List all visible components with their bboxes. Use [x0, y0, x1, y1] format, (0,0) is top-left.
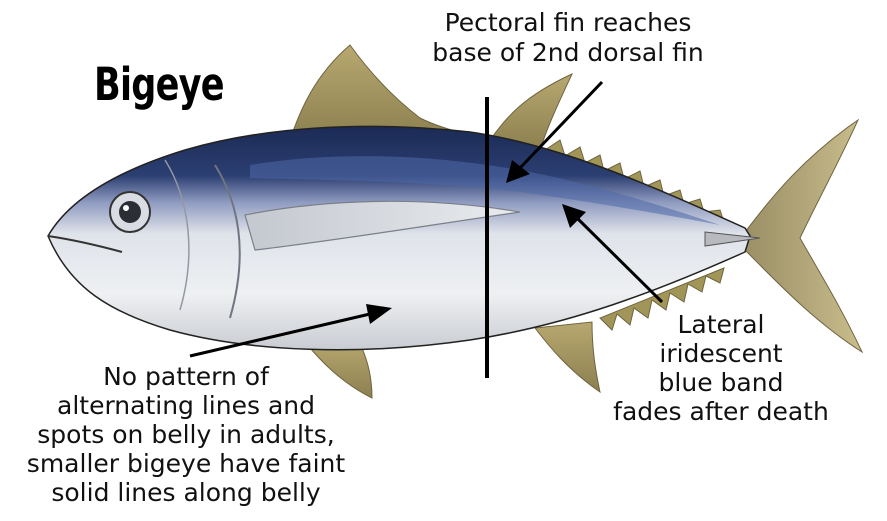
annotation-line: spots on belly in adults,: [0, 420, 372, 449]
eye-highlight: [123, 205, 129, 211]
pectoral-fin-annotation: Pectoral fin reaches base of 2nd dorsal …: [408, 8, 728, 68]
annotation-line: base of 2nd dorsal fin: [408, 38, 728, 68]
annotation-line: blue band: [586, 368, 856, 397]
annotation-line: solid lines along belly: [0, 478, 372, 507]
annotation-line: iridescent: [586, 339, 856, 368]
annotation-line: No pattern of: [0, 362, 372, 391]
annotation-line: fades after death: [586, 397, 856, 426]
annotation-line: Lateral: [586, 310, 856, 339]
lateral-band-annotation: Lateral iridescent blue band fades after…: [586, 310, 856, 426]
eye-pupil: [119, 201, 141, 223]
annotation-line: Pectoral fin reaches: [408, 8, 728, 38]
belly-pattern-annotation: No pattern of alternating lines and spot…: [0, 362, 372, 507]
annotation-line: smaller bigeye have faint: [0, 449, 372, 478]
species-title: Bigeye: [94, 62, 224, 107]
annotation-line: alternating lines and: [0, 391, 372, 420]
